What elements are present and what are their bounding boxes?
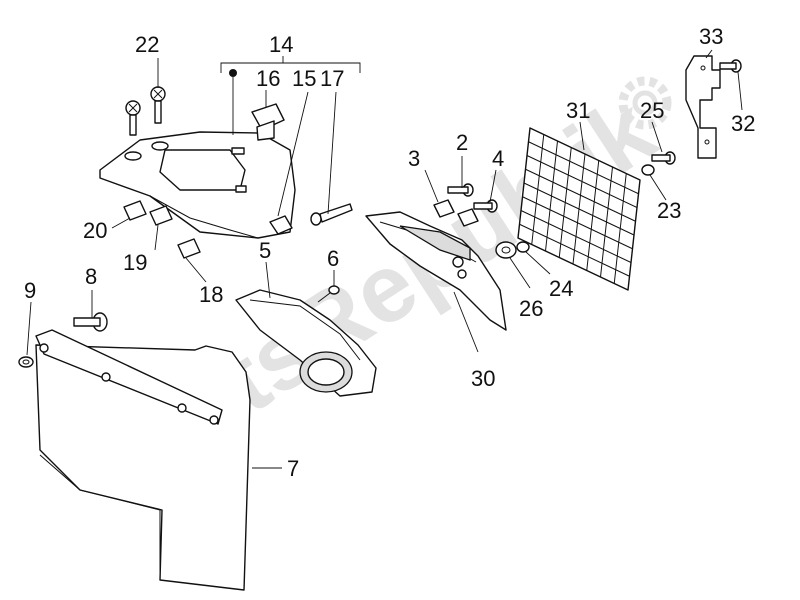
part-22-screws	[125, 86, 166, 136]
leader-lines	[26, 49, 743, 469]
clip-parts	[123, 200, 353, 259]
part-23-washer	[641, 164, 655, 176]
callout-20: 20	[83, 218, 107, 243]
callout-15: 15	[292, 66, 316, 91]
part-7-mudflap	[35, 329, 251, 591]
callout-8: 8	[85, 264, 97, 289]
part-3-clips	[433, 199, 479, 227]
callout-5: 5	[259, 238, 271, 263]
watermark-gear-icon	[618, 76, 672, 130]
part-9-nut	[18, 356, 34, 368]
part-2-bolt	[447, 183, 474, 197]
callout-2: 2	[456, 130, 468, 155]
group-bracket-14	[220, 56, 361, 135]
part-26-washer	[495, 241, 517, 259]
callout-6: 6	[327, 246, 339, 271]
callout-33: 33	[699, 24, 723, 49]
part-8-bolt	[73, 312, 108, 332]
callout-3: 3	[408, 146, 420, 171]
part-5-rear-cover	[235, 289, 377, 397]
part-4-bolt	[473, 199, 498, 213]
marker-dot-icon	[229, 69, 237, 77]
callout-18: 18	[199, 282, 223, 307]
part-25-bolt	[651, 151, 676, 165]
callout-7: 7	[287, 456, 299, 481]
callout-9: 9	[24, 278, 36, 303]
carrier-tray	[99, 131, 296, 239]
callout-23: 23	[657, 198, 681, 223]
part-30-plate-holder	[365, 211, 507, 331]
part-16-insert	[251, 103, 285, 141]
callout-4: 4	[492, 146, 504, 171]
part-24-washer	[516, 241, 530, 253]
callout-22: 22	[135, 32, 159, 57]
callout-17: 17	[320, 66, 344, 91]
callout-24: 24	[549, 276, 573, 301]
callout-32: 32	[731, 111, 755, 136]
part-31-plate-frame	[517, 127, 641, 291]
callout-19: 19	[123, 250, 147, 275]
part-33-bracket	[685, 55, 721, 159]
callout-14: 14	[269, 32, 293, 57]
callout-25: 25	[640, 98, 664, 123]
callout-30: 30	[471, 366, 495, 391]
callout-26: 26	[519, 296, 543, 321]
part-32-bolt	[719, 59, 742, 73]
callout-16: 16	[256, 66, 280, 91]
callout-labels: 22 14 16 15 17 20 19 18 8 9 5 6 7 3 2 4 …	[24, 24, 755, 481]
callout-31: 31	[566, 98, 590, 123]
